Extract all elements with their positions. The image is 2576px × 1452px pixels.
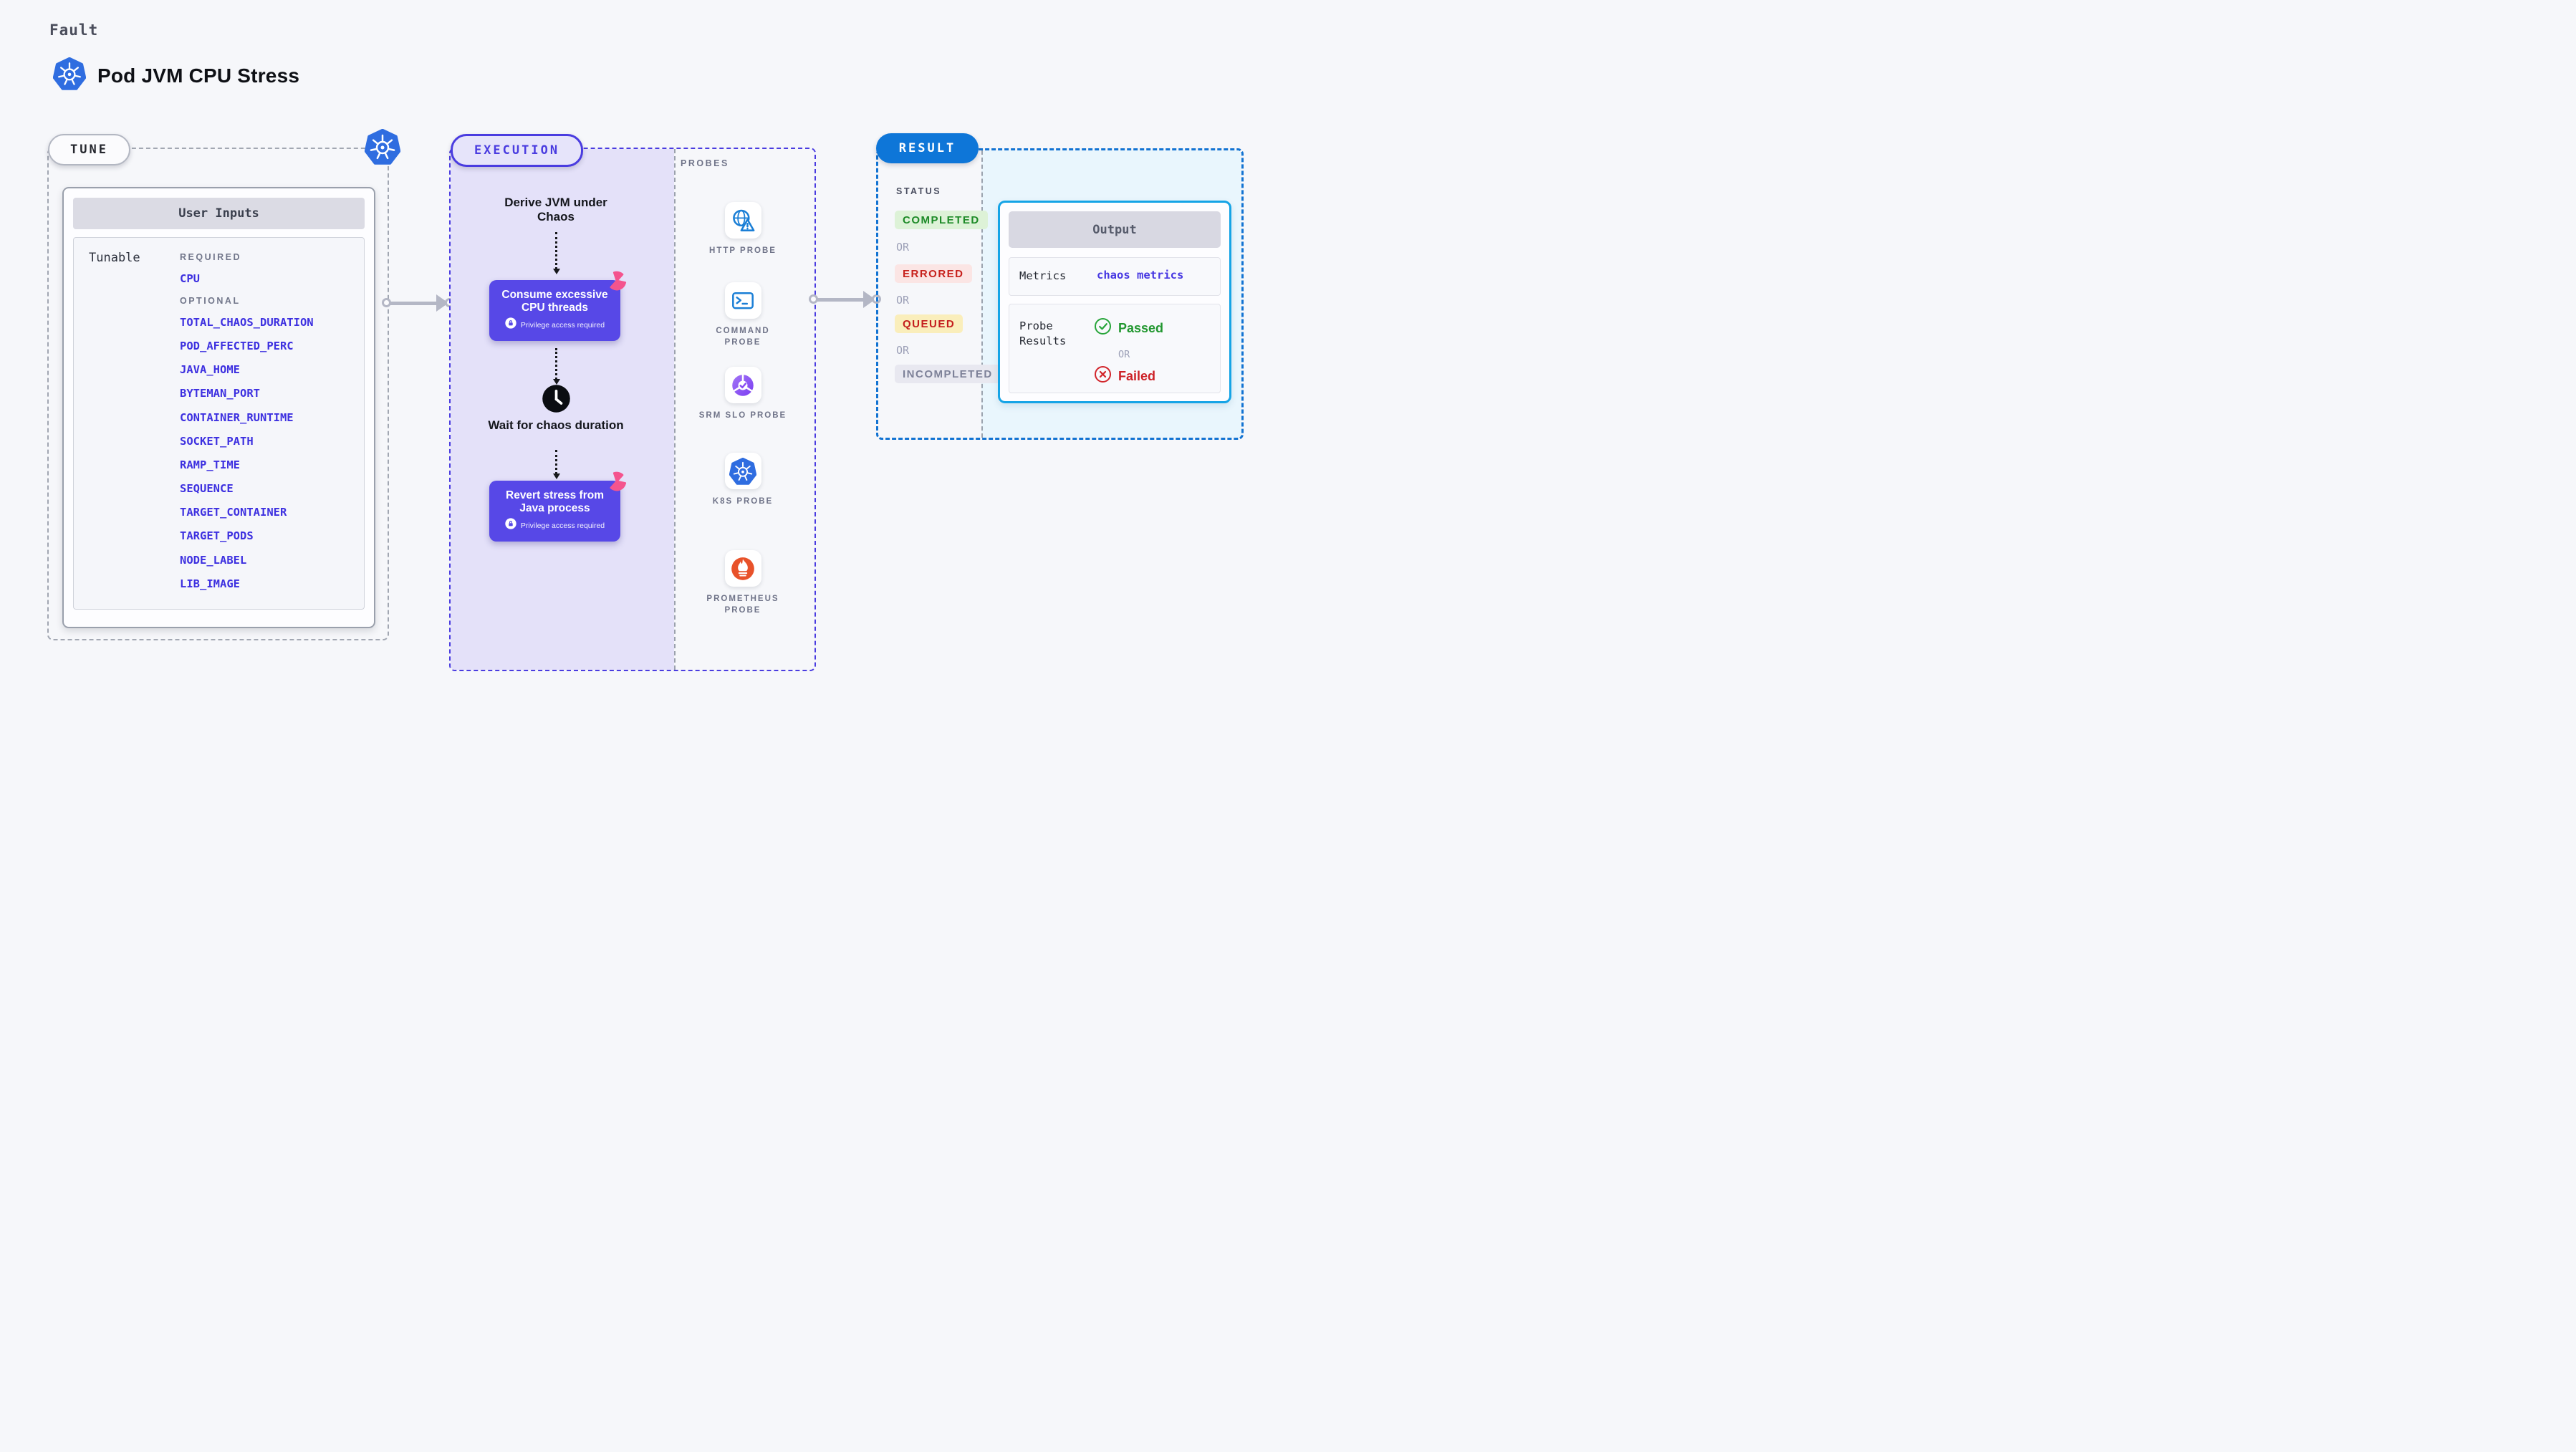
probes-area — [674, 149, 814, 670]
user-inputs-title: User Inputs — [73, 198, 365, 229]
flow-arrow-down-icon — [552, 232, 560, 274]
status-label: STATUS — [896, 186, 942, 196]
probe-item: K8S PROBE — [696, 453, 789, 507]
step-wait-label: Wait for chaos duration — [488, 418, 624, 432]
param-item: RAMP_TIME — [180, 458, 240, 471]
kubernetes-icon — [52, 57, 87, 94]
param-item: JAVA_HOME — [180, 363, 240, 377]
required-label: REQUIRED — [180, 252, 241, 262]
lock-icon — [505, 317, 516, 332]
param-item: POD_AFFECTED_PERC — [180, 339, 294, 352]
probe-item: HTTP PROBE — [696, 202, 789, 256]
metrics-row: Metrics chaos metrics — [1009, 257, 1221, 296]
param-item: LIB_IMAGE — [180, 577, 240, 590]
tune-badge: TUNE — [48, 134, 130, 165]
optional-label: OPTIONAL — [180, 296, 241, 307]
flow-arrow-down-icon — [552, 348, 560, 385]
flow-arrow-down-icon — [552, 450, 560, 479]
chaos-metrics-link[interactable]: chaos metrics — [1097, 269, 1184, 282]
param-item: CONTAINER_RUNTIME — [180, 410, 294, 424]
probe-label: HTTP PROBE — [709, 246, 777, 255]
probe-results-label: Probe Results — [1019, 319, 1067, 347]
pinwheel-icon — [603, 468, 630, 495]
status-chip-completed: COMPLETED — [895, 211, 988, 229]
step-consume-label: Consume excessive CPU threads — [501, 289, 608, 314]
globe-alert-icon — [724, 202, 761, 239]
pinwheel-icon — [603, 267, 630, 294]
passed-label: Passed — [1118, 320, 1164, 335]
probe-label: COMMAND PROBE — [716, 327, 770, 347]
probe-item: PROMETHEUS PROBE — [696, 550, 789, 616]
output-card: Output Metrics chaos metrics Probe Resul… — [998, 201, 1231, 403]
status-chip-errored: ERRORED — [895, 264, 972, 283]
step-consume-box: Consume excessive CPU threads Privilege … — [489, 271, 627, 341]
execution-badge: EXECUTION — [451, 134, 583, 167]
or-label: OR — [896, 294, 910, 307]
result-zone: STATUS COMPLETED OR ERRORED OR QUEUED OR… — [876, 148, 1244, 440]
kubernetes-icon — [724, 453, 761, 489]
param-item: CPU — [180, 271, 200, 285]
status-chip-incompleted: INCOMPLETED — [895, 365, 1001, 383]
output-title: Output — [1009, 211, 1221, 248]
privilege-note: Privilege access required — [520, 320, 605, 330]
tune-to-execution-arrow — [382, 294, 454, 312]
probe-item: SRM SLO PROBE — [696, 367, 789, 421]
failed-label: Failed — [1118, 368, 1156, 383]
probe-label: PROMETHEUS PROBE — [706, 595, 779, 615]
tunable-label: Tunable — [89, 251, 140, 265]
x-circle-icon — [1094, 365, 1112, 387]
kubernetes-icon — [364, 128, 401, 168]
user-inputs-card: User Inputs Tunable REQUIRED CPU OPTIONA… — [62, 187, 375, 628]
result-badge: RESULT — [876, 133, 979, 163]
privilege-note: Privilege access required — [520, 521, 605, 530]
param-item: SOCKET_PATH — [180, 434, 254, 448]
privilege-row: Privilege access required — [505, 518, 605, 533]
page-title-row: Pod JVM CPU Stress — [52, 57, 300, 94]
privilege-row: Privilege access required — [505, 317, 605, 332]
failed-row: Failed — [1094, 365, 1155, 387]
param-item: NODE_LABEL — [180, 553, 247, 567]
or-label: OR — [1118, 349, 1130, 360]
param-item: SEQUENCE — [180, 482, 234, 496]
execution-to-result-arrow — [809, 290, 881, 308]
probe-label: SRM SLO PROBE — [698, 411, 787, 420]
page-title: Pod JVM CPU Stress — [97, 64, 300, 87]
fault-kicker: Fault — [49, 21, 99, 39]
probe-label: K8S PROBE — [712, 497, 774, 506]
fault-diagram: Fault Pod JVM CPU Stress TUNE — [0, 0, 1288, 726]
slo-donut-check-icon — [724, 367, 761, 403]
or-label: OR — [896, 241, 910, 254]
step-revert-label: Revert stress from Java process — [506, 489, 604, 514]
param-item: TARGET_PODS — [180, 529, 254, 543]
probe-results-row: Probe Results Passed OR — [1009, 304, 1221, 393]
step-revert-box: Revert stress from Java process Privileg… — [489, 471, 627, 542]
tunable-list: Tunable REQUIRED CPU OPTIONAL TOTAL_CHAO… — [73, 237, 365, 610]
param-item: TARGET_CONTAINER — [180, 506, 287, 519]
status-chip-queued: QUEUED — [895, 314, 963, 333]
lock-icon — [505, 518, 516, 533]
check-circle-icon — [1094, 317, 1112, 339]
step-derive-label: Derive JVM under Chaos — [504, 196, 607, 223]
prometheus-flame-icon — [724, 550, 761, 587]
param-item: BYTEMAN_PORT — [180, 387, 260, 400]
probes-label: PROBES — [681, 158, 729, 168]
param-item: TOTAL_CHAOS_DURATION — [180, 315, 314, 329]
metrics-label: Metrics — [1019, 269, 1067, 282]
tune-zone — [47, 148, 389, 640]
probe-item: COMMAND PROBE — [696, 282, 789, 348]
clock-icon — [542, 384, 571, 413]
or-label: OR — [896, 344, 910, 357]
terminal-icon — [724, 282, 761, 319]
passed-row: Passed — [1094, 317, 1163, 339]
